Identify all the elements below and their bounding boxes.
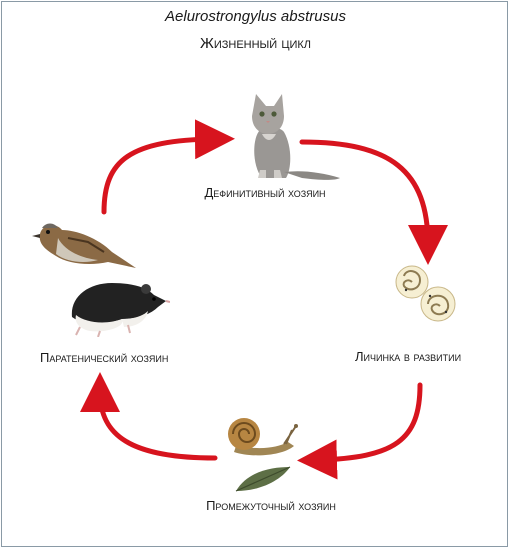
- arrow-paratenic-to-definitive: [101, 119, 235, 215]
- larva-image: [395, 265, 456, 322]
- label-paratenic-host: Паратенический хозяин: [40, 350, 169, 365]
- diagram-subtitle: Жизненный цикл: [199, 35, 312, 52]
- label-definitive-host: Дефинитивный хозяин: [204, 185, 326, 200]
- label-intermediate-host: Промежуточный хозяин: [206, 498, 336, 513]
- sparrow-image: [32, 223, 136, 268]
- label-larva: Личинка в развитии: [355, 349, 462, 364]
- arrow-intermediate-to-paratenic: [80, 372, 218, 461]
- arrow-larva-to-intermediate: [297, 382, 423, 480]
- rat-image: [71, 283, 170, 337]
- leaf-image: [235, 466, 291, 492]
- cat-image: [252, 94, 340, 180]
- snail-image: [228, 418, 298, 456]
- diagram-title: Aelurostrongylus abstrusus: [165, 8, 346, 25]
- arrow-definitive-to-larva: [299, 139, 448, 265]
